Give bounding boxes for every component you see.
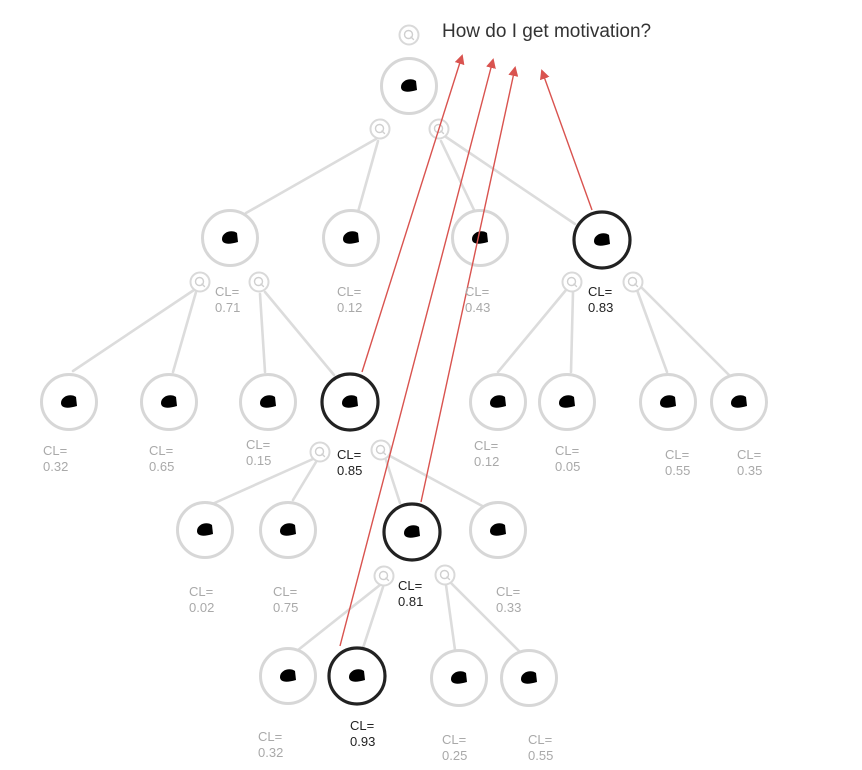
q-icon: [434, 564, 456, 586]
tree-edge: [639, 285, 731, 377]
c-icon: [239, 373, 297, 431]
tree-edge: [569, 290, 575, 374]
tree-edge: [356, 139, 380, 214]
cl-label-highlighted: CL=0.85: [337, 447, 362, 478]
cl-label-highlighted: CL=0.83: [588, 284, 613, 315]
c-icon: [40, 373, 98, 431]
cl-label: CL=0.35: [737, 447, 762, 478]
c-icon: [201, 209, 259, 267]
tree-edge: [635, 288, 669, 374]
tree-edge: [444, 135, 577, 226]
arrow-from-node-081: [420, 66, 519, 503]
c-icon-highlighted: [320, 372, 380, 432]
cl-label-highlighted: CL=0.93: [350, 718, 375, 749]
tree-edge: [388, 454, 488, 510]
q-icon: [398, 24, 420, 46]
question-title: How do I get motivation?: [442, 21, 651, 42]
cl-label: CL=0.65: [149, 443, 174, 474]
c-icon-highlighted: [327, 646, 387, 706]
c-icon: [538, 373, 596, 431]
tree-edge: [258, 292, 267, 374]
c-icon-highlighted: [382, 502, 442, 562]
tree-edge: [496, 288, 568, 374]
arrow-from-node-083: [540, 69, 593, 211]
c-icon: [259, 501, 317, 559]
cl-label: CL=0.32: [43, 443, 68, 474]
tree-edge: [263, 290, 336, 377]
cl-label: CL=0.75: [273, 584, 298, 615]
tree-edge: [439, 139, 477, 214]
arrow-from-node-093: [339, 58, 496, 647]
c-icon: [176, 501, 234, 559]
cl-label-highlighted: CL=0.81: [398, 578, 423, 609]
c-icon: [710, 373, 768, 431]
q-icon: [189, 271, 211, 293]
c-icon: [259, 647, 317, 705]
cl-label: CL=0.02: [189, 584, 214, 615]
cl-label: CL=0.15: [246, 437, 271, 468]
c-icon: [500, 649, 558, 707]
c-icon: [469, 501, 527, 559]
tree-edge: [384, 458, 402, 505]
c-icon: [469, 373, 527, 431]
cl-labels: CL=0.71 CL=0.12 CL=0.43 CL=0.83 CL=0.32 …: [43, 284, 762, 763]
c-icon: [430, 649, 488, 707]
tree-edge: [361, 585, 385, 650]
q-icon: [248, 271, 270, 293]
cl-label: CL=0.33: [496, 584, 521, 615]
question-nodes: [189, 24, 644, 587]
tree-edge: [444, 583, 457, 652]
q-icon: [309, 441, 331, 463]
tree-edge: [71, 288, 196, 373]
tree-edge: [208, 457, 315, 507]
q-icon: [622, 271, 644, 293]
q-icon: [370, 439, 392, 461]
tree-edge: [291, 583, 382, 656]
c-icon: [639, 373, 697, 431]
c-icon: [380, 57, 438, 115]
cl-label: CL=0.43: [465, 284, 490, 315]
q-icon: [373, 565, 395, 587]
tree-edge: [244, 137, 378, 215]
tree-edges: [71, 135, 731, 657]
c-icon: [451, 209, 509, 267]
cl-label: CL=0.25: [442, 732, 467, 763]
cl-label: CL=0.71: [215, 284, 240, 315]
attribution-arrows: [339, 54, 593, 647]
tree-edge: [291, 460, 318, 502]
c-icon: [140, 373, 198, 431]
cl-label: CL=0.05: [555, 443, 580, 474]
arrow-from-node-085: [361, 54, 465, 373]
tree-edge: [448, 580, 525, 657]
c-icon-highlighted: [572, 210, 632, 270]
q-icon: [561, 271, 583, 293]
cl-label: CL=0.12: [474, 438, 499, 469]
claim-nodes: [40, 57, 768, 707]
tree-edge: [171, 290, 198, 374]
c-icon: [322, 209, 380, 267]
cl-label: CL=0.55: [528, 732, 553, 763]
cl-label: CL=0.12: [337, 284, 362, 315]
cl-label: CL=0.55: [665, 447, 690, 478]
q-icon: [369, 118, 391, 140]
cl-label: CL=0.32: [258, 729, 283, 760]
